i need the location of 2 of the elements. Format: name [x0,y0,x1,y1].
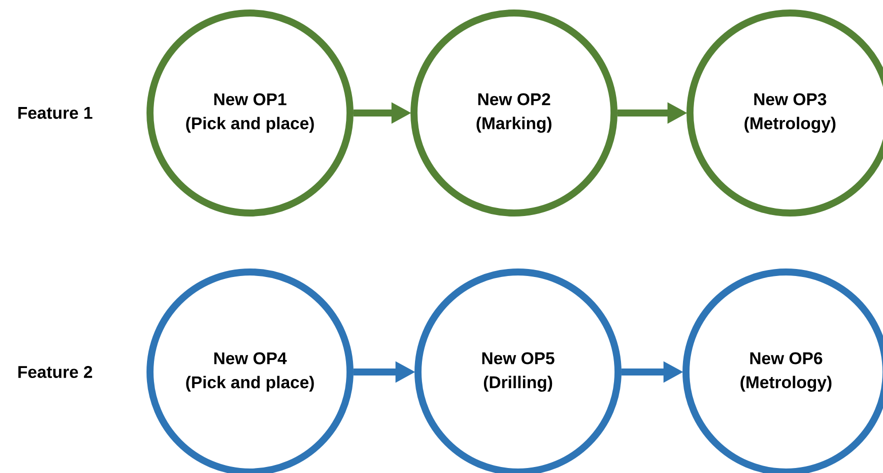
row-label: Feature 1 [18,107,92,119]
row-label: Feature 2 [18,366,92,378]
